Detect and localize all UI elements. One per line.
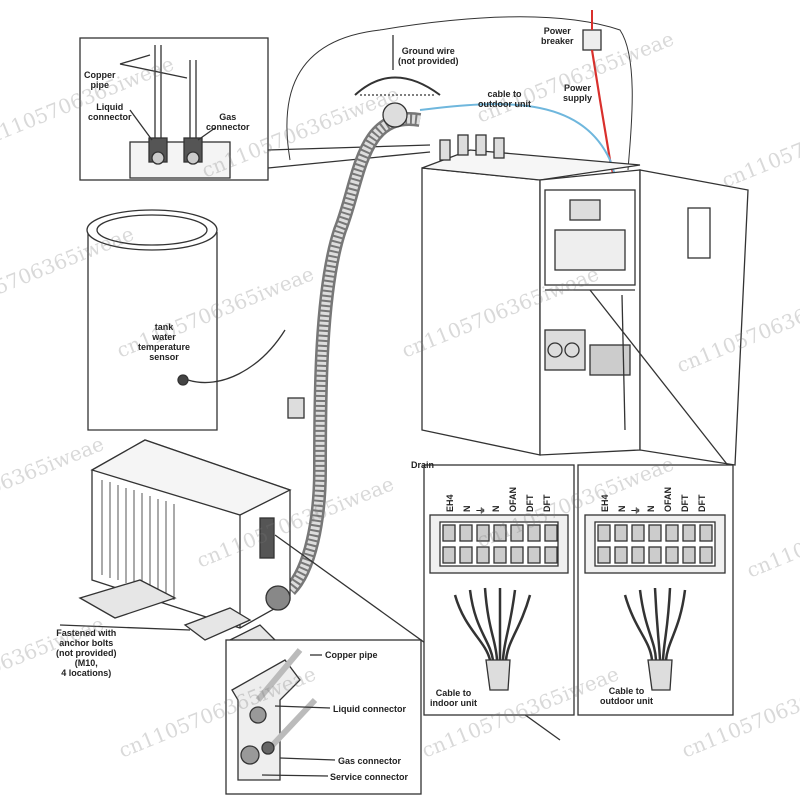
outdoor-unit	[59, 439, 561, 741]
terminal-label-indoor: EH4	[445, 494, 455, 512]
label-copper-pipe-top: Copper pipe	[84, 70, 116, 90]
ground-symbol	[354, 35, 441, 96]
terminal-label-indoor: N	[462, 505, 472, 513]
water-tank	[86, 209, 286, 431]
label-gas-connector-bottom: Gas connector	[338, 756, 402, 766]
terminal-label-indoor: ⏚	[476, 505, 486, 515]
label-liquid-connector-bottom: Liquid connector	[333, 704, 406, 714]
label-cable-to-outdoor-unit-top: cable to outdoor unit	[478, 89, 531, 109]
label-drain: Drain	[411, 460, 435, 470]
label-service-connector: Service connector	[330, 772, 409, 782]
flexible-hose	[284, 102, 422, 595]
label-cable-to-outdoor-unit-bottom: Cable to outdoor unit	[600, 686, 653, 706]
terminal-label-outdoor: DFT	[680, 494, 690, 513]
label-tank-sensor: tank water temperature sensor	[138, 322, 191, 362]
label-gas-connector-top: Gas connector	[206, 112, 250, 132]
terminal-panel-indoor	[423, 464, 575, 716]
label-copper-pipe-bottom: Copper pipe	[325, 650, 378, 660]
indoor-unit	[421, 134, 749, 469]
room-boundary-curve	[286, 16, 633, 171]
terminal-label-outdoor: EH4	[600, 494, 610, 512]
label-cable-to-indoor-unit: Cable to indoor unit	[430, 688, 477, 708]
label-power-supply: Power supply	[563, 83, 593, 103]
terminal-label-outdoor: DFT	[697, 494, 707, 513]
terminal-label-indoor: DFT	[525, 494, 535, 513]
terminal-label-indoor: OFAN	[508, 486, 518, 512]
label-power-breaker: Power breaker	[541, 26, 574, 46]
terminal-label-outdoor: N	[646, 505, 656, 513]
terminal-label-indoor: DFT	[542, 494, 552, 513]
terminal-label-outdoor: N	[617, 505, 627, 513]
terminal-label-outdoor: OFAN	[663, 486, 673, 512]
connector-detail-inset-bottom	[225, 639, 422, 795]
connector-detail-inset-top	[79, 37, 431, 181]
terminal-panel-outdoor	[577, 464, 734, 716]
label-anchor-bolts: Fastened with anchor bolts (not provided…	[56, 628, 117, 678]
label-ground-wire: Ground wire (not provided)	[398, 46, 459, 66]
terminal-label-outdoor: ⏚	[631, 505, 641, 515]
label-liquid-connector-top: Liquid connector	[88, 102, 132, 122]
terminal-label-indoor: N	[491, 505, 501, 513]
